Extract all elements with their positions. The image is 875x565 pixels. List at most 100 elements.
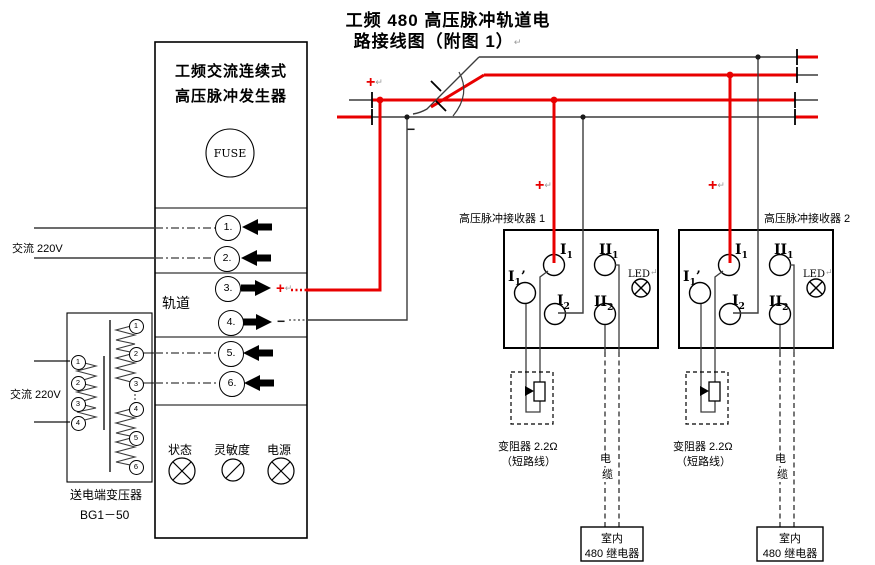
arrow-in-5 xyxy=(243,345,273,361)
xf-secondary-2: 2 xyxy=(128,346,144,362)
indicator-lamps xyxy=(168,457,295,485)
ac-input-top-label: 交流 220V xyxy=(12,243,63,255)
generator-name-line2: 高压脉冲发生器 xyxy=(174,88,287,105)
transformer-symbol xyxy=(66,312,153,483)
xf-primary-4: 4 xyxy=(70,415,86,431)
arrow-in-6 xyxy=(244,375,274,391)
r1-label-ii1: II1 xyxy=(599,242,619,261)
track-rails xyxy=(337,49,818,125)
r2-label-ii1: II1 xyxy=(774,242,794,261)
arrow-out-3 xyxy=(241,280,271,296)
arrow-out-4 xyxy=(242,314,272,330)
gen-terminal-3: 3. xyxy=(215,276,241,302)
ac-input-bottom-label: 交流 220V xyxy=(10,389,61,401)
xf-secondary-3: 3 xyxy=(128,376,144,392)
xf-secondary-1: 1 xyxy=(128,318,144,334)
xf-primary-1: 1 xyxy=(70,354,86,370)
terminal-arrows xyxy=(241,219,274,391)
r1-label-i2: I2 xyxy=(557,293,570,312)
r1-relay-label2: 480 继电器 xyxy=(584,548,640,560)
power-lamp-icon xyxy=(267,457,295,485)
xf-secondary-6: 6 xyxy=(128,459,144,475)
xf-primary-2: 2 xyxy=(70,375,86,391)
transformer-name: 送电端变压器 xyxy=(70,488,143,502)
arrow-in-1 xyxy=(242,219,272,235)
r2-rheostat-label2: （短路线） xyxy=(676,456,731,468)
indicator-label-status: 状态 xyxy=(168,443,193,457)
insulated-joints xyxy=(371,49,798,125)
r2-terminal-i1p xyxy=(688,281,712,305)
r2-terminal-ii2 xyxy=(768,302,792,326)
gen-terminal-4: 4. xyxy=(218,310,244,336)
r2-led-label: LED↵ xyxy=(803,268,833,280)
turnout-diagonal-red xyxy=(430,73,485,109)
terminal3-plus-mark: +↵ xyxy=(276,280,293,297)
indicator-label-power: 电源 xyxy=(267,443,292,457)
rheostat-arrow-icon xyxy=(700,386,709,396)
r1-rheostat-label1: 变阻器 2.2Ω xyxy=(498,441,558,453)
turnout-diagonal-black xyxy=(412,56,480,115)
r1-label-i1: I1 xyxy=(560,242,573,261)
r1-terminal-i2 xyxy=(543,302,567,326)
xf-secondary-4: 4 xyxy=(128,401,144,417)
r2-led-icon xyxy=(806,278,826,298)
black-wires xyxy=(289,57,795,527)
rail-plus-mark: +↵ xyxy=(366,74,383,91)
gen-terminal-5: 5. xyxy=(218,341,244,367)
red-wires xyxy=(291,75,732,292)
r2-relay-label2: 480 继电器 xyxy=(762,548,818,560)
page-title-line2: 路接线图（附图 1）↵ xyxy=(353,32,523,51)
r2-label-i1: I1 xyxy=(735,242,748,261)
r1-cable-label-1: 电 xyxy=(599,453,612,467)
receiver2-title: 高压脉冲接收器 2 xyxy=(764,213,851,225)
r2-cable-label-2: 缆 xyxy=(776,469,789,483)
r2-terminal-i2 xyxy=(718,302,742,326)
receiver-terminals xyxy=(513,253,826,326)
r1-terminal-i1p xyxy=(513,281,537,305)
turnout-arc xyxy=(452,71,465,117)
r1-label-i1p: I1’ xyxy=(508,269,526,288)
arrow-in-2 xyxy=(241,250,271,266)
r1-rheostat-label2: （短路线） xyxy=(501,456,556,468)
gen-terminal-2: 2. xyxy=(214,246,240,272)
r2-relay-label1: 室内 xyxy=(779,533,801,545)
r1-led-icon xyxy=(631,278,651,298)
generator-name-line1: 工频交流连续式 xyxy=(174,63,287,80)
r1-cable-label-2: 缆 xyxy=(601,469,614,483)
fuse-label: FUSE xyxy=(213,147,247,160)
junction-dots xyxy=(376,54,761,120)
r2-cable-label-1: 电 xyxy=(774,453,787,467)
sensitivity-knob-icon xyxy=(221,458,245,482)
terminal4-minus-mark: − xyxy=(277,313,286,329)
indicator-label-sensitivity: 灵敏度 xyxy=(214,443,251,457)
r1-label-ii2: II2 xyxy=(594,294,614,313)
relay-box-2 xyxy=(756,526,824,562)
r2-rheostat-label1: 变阻器 2.2Ω xyxy=(673,441,733,453)
rheostat-2 xyxy=(685,371,729,425)
xf-secondary-5: 5 xyxy=(128,430,144,446)
receiver2-plus-mark: +↵ xyxy=(708,177,725,194)
track-label: 轨道 xyxy=(162,295,190,311)
r2-label-ii2: II2 xyxy=(769,294,789,313)
page-title-line1: 工频 480 高压脉冲轨道电 xyxy=(345,11,551,30)
gen-terminal-6: 6. xyxy=(219,371,245,397)
receiver1-title: 高压脉冲接收器 1 xyxy=(459,213,546,225)
r2-label-i2: I2 xyxy=(732,293,745,312)
xf-primary-3: 3 xyxy=(70,396,86,412)
transformer-model: BG1－50 xyxy=(80,508,130,522)
r1-led-label: LED↵ xyxy=(628,268,658,280)
gen-terminal-1: 1. xyxy=(215,215,241,241)
receiver1-plus-mark: +↵ xyxy=(535,177,552,194)
rail-minus-mark: − xyxy=(407,121,416,137)
r1-relay-label1: 室内 xyxy=(601,533,623,545)
r1-terminal-ii2 xyxy=(593,302,617,326)
input-wires xyxy=(34,227,218,423)
relay-box-1 xyxy=(580,526,644,562)
rheostat-arrow-icon xyxy=(525,386,534,396)
receiver-boxes xyxy=(503,229,834,349)
primary-winding xyxy=(74,360,99,423)
fuse-circle xyxy=(205,128,255,178)
rheostat-1 xyxy=(510,371,554,425)
